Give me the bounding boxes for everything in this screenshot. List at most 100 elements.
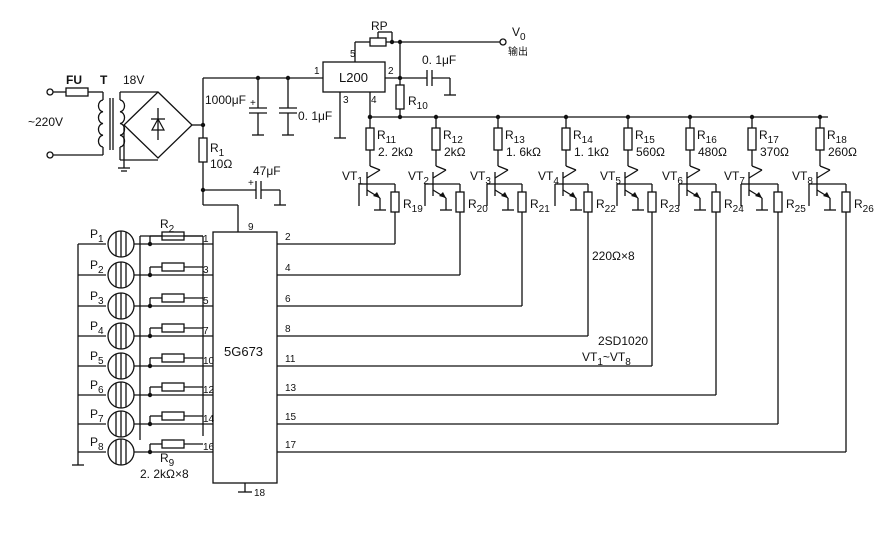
notes: 220Ω×8 2SD1020 VT1~VT8 2. 2kΩ×8: [140, 249, 648, 481]
pullup-resistor: [161, 323, 185, 333]
c47-value: 47μF: [253, 164, 281, 178]
transistor-type-note: 2SD1020: [598, 334, 648, 348]
sensor-channel-7: P7 14: [78, 407, 215, 438]
collector-join: [565, 165, 577, 171]
sensor-label: P2: [90, 258, 104, 276]
collector-join: [751, 165, 763, 171]
c47-plus: +: [248, 178, 254, 189]
resistor-r10: [395, 84, 405, 110]
ic-left-pin-10: 10: [203, 356, 215, 367]
ic-left-pin-14: 14: [203, 414, 215, 425]
pullup-resistor: [161, 293, 185, 303]
pullup-resistor: [161, 382, 185, 392]
l200-regulator: L200 1 2 3 4 5 RP V0 输出 0. 1μF: [314, 19, 528, 139]
collector-resistor: [747, 127, 757, 151]
transistor-label: VT5: [600, 169, 621, 187]
bridge-rectifier: [118, 91, 203, 172]
emitter-arrow: [439, 192, 446, 198]
sensor-channel-2: P2 3: [78, 258, 213, 289]
sensor-label: P7: [90, 407, 104, 425]
rp-potentiometer: [369, 37, 387, 47]
l200-pin5: 5: [350, 49, 356, 60]
ic-left-pin-7: 7: [203, 326, 209, 337]
terminal-top[interactable]: [46, 88, 54, 96]
pullup-resistor: [161, 262, 185, 272]
collector-resistor-label: R18: [827, 128, 847, 146]
emitter-arrow: [501, 192, 508, 198]
base-resistor: [647, 191, 657, 213]
transistor-label: VT2: [408, 169, 429, 187]
output-terminal[interactable]: [499, 38, 507, 46]
bus-junction: [749, 114, 755, 120]
bulk-cap-plus: +: [250, 98, 256, 109]
collector-resistor: [561, 127, 571, 151]
secondary-voltage: 18V: [123, 73, 144, 87]
l200-body: [322, 61, 386, 93]
ic-right-pin-6: 6: [285, 294, 291, 305]
ic-right-pin-17: 17: [285, 440, 297, 451]
ic-right-pin-2: 2: [285, 232, 291, 243]
bus-junction: [367, 114, 373, 120]
ic-right-pin-4: 4: [285, 263, 291, 274]
l200-pin4: 4: [371, 95, 377, 106]
supply-filter: + 1000μF 0. 1μF R1 10Ω + 47μF: [198, 75, 332, 232]
vt-range-note: VT1~VT8: [582, 350, 631, 368]
sensor-label: P8: [90, 435, 104, 453]
base-resistor: [773, 191, 783, 213]
collector-resistor-label: R17: [759, 128, 779, 146]
collector-join: [435, 165, 447, 171]
base-resistor-label: R22: [596, 197, 616, 215]
collector-resistor-value: 1. 6kΩ: [506, 145, 541, 159]
collector-resistor: [623, 127, 633, 151]
transistor-label: VT7: [724, 169, 745, 187]
collector-join: [627, 165, 639, 171]
emitter-arrow: [631, 192, 638, 198]
collector-leg: [562, 169, 577, 179]
base-resistor: [711, 191, 721, 213]
fuse-label: FU: [66, 73, 82, 87]
transistor-label: VT8: [792, 169, 813, 187]
pullup-value-note: 2. 2kΩ×8: [140, 467, 189, 481]
out-cap-value: 0. 1μF: [422, 53, 456, 67]
r1-value: 10Ω: [210, 157, 232, 171]
r2-label: R2: [160, 217, 175, 235]
collector-resistor-value: 2kΩ: [444, 145, 466, 159]
base-resistor: [390, 191, 400, 213]
r10-label: R10: [408, 94, 428, 112]
ic-right-pin-15: 15: [285, 412, 297, 423]
collector-join: [497, 165, 509, 171]
base-resistor: [455, 191, 465, 213]
ic-left-pin-3: 3: [203, 265, 209, 276]
fuse: [65, 87, 89, 97]
bus-junction: [687, 114, 693, 120]
transistor-label: VT1: [342, 169, 363, 187]
bulk-cap-value: 1000μF: [205, 93, 246, 107]
collector-join: [689, 165, 701, 171]
transformer-label: T: [100, 73, 108, 87]
bus-junction: [495, 114, 501, 120]
ic-right-pin-11: 11: [285, 354, 296, 365]
l200-pin3: 3: [343, 95, 349, 106]
emitter-arrow: [823, 192, 830, 198]
base-resistor-label: R19: [403, 197, 423, 215]
l200-pin1: 1: [314, 66, 320, 77]
resistor-r1: [198, 137, 208, 163]
collector-resistor-value: 2. 2kΩ: [378, 145, 413, 159]
collector-resistor-label: R15: [635, 128, 655, 146]
terminal-bottom[interactable]: [46, 151, 54, 159]
mains-input: FU ~220V: [28, 73, 103, 159]
collector-leg: [366, 169, 381, 179]
base-resistor-label: R24: [724, 197, 744, 215]
